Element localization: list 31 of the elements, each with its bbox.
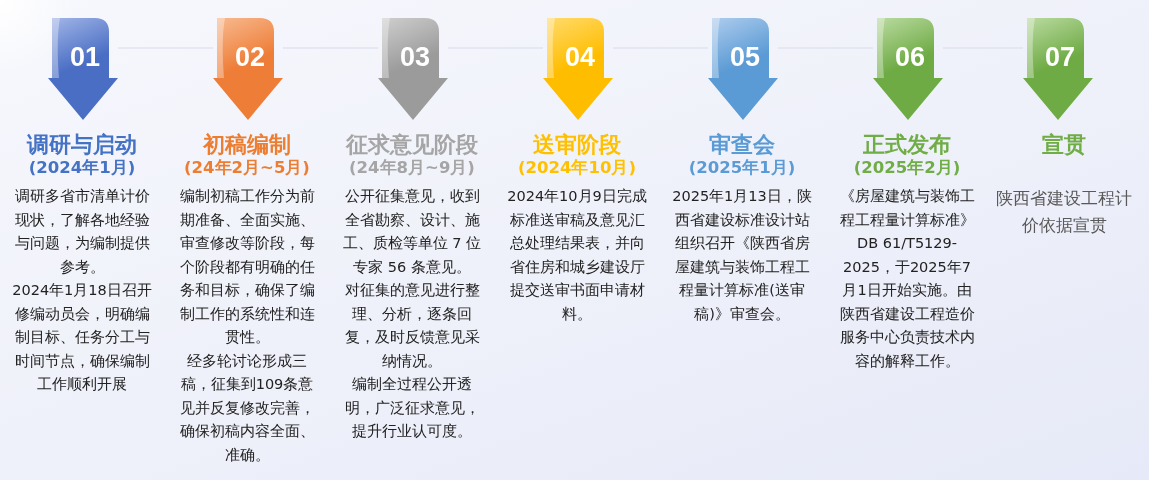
step-arrow: 02	[213, 18, 283, 120]
step-date: (2024年10月)	[518, 157, 636, 179]
step-title: 正式发布	[863, 131, 951, 159]
step-arrow: 07	[1023, 18, 1093, 120]
step-title: 宣贯	[1042, 131, 1086, 159]
step-title: 初稿编制	[203, 131, 291, 159]
step-arrow: 04	[543, 18, 613, 120]
step-date: (2025年1月)	[688, 157, 796, 179]
step-description: 调研多省市清单计价现状，了解各地经验与问题，为编制提供参考。	[13, 187, 151, 277]
step-title: 征求意见阶段	[346, 131, 478, 159]
step-date: (2024年1月)	[28, 157, 136, 179]
step-description: 《房屋建筑与装饰工程工程量计算标准》DB 61/T5129-2025，于2025年7月1日开始实施。由陕西省建设工程造价服务中心负责技术内容的解释工作。	[838, 187, 976, 371]
step-description: 2024年1月18日召开修编动员会，明确编制目标、任务分工与时间节点，确保编制工作顺利开展	[12, 281, 152, 394]
step-description: 2024年10月9日完成标准送审稿及意见汇总处理结果表，并向省住房和城乡建设厅提交送审书面申请材料。	[507, 187, 647, 324]
step-description: 编制初稿工作分为前期准备、全面实施、审查修改等阶段，每个阶段都有明确的任务和目标，确保了编制工作的系统性和连贯性。	[178, 187, 316, 347]
step-arrow: 03	[378, 18, 448, 120]
step-date: (2025年2月)	[853, 157, 961, 179]
step-arrow: 06	[873, 18, 943, 120]
step-description: 陕西省建设工程计价依据宣贯	[995, 187, 1133, 237]
step-description: 公开征集意见，收到全省勘察、设计、施工、质检等单位 7 位专家 56 条意见。	[342, 187, 482, 277]
step-arrow: 01	[48, 18, 118, 120]
step-description: 对征集的意见进行整理、分析，逐条回复，及时反馈意见采纳情况。	[343, 281, 481, 371]
step-description: 编制全过程公开透明，广泛征求意见，提升行业认可度。	[343, 375, 481, 441]
step-arrow: 05	[708, 18, 778, 120]
step-date: (24年8月~9月)	[349, 157, 475, 179]
step-title: 审查会	[709, 131, 775, 159]
step-title: 调研与启动	[27, 131, 137, 159]
step-description: 经多轮讨论形成三稿，征集到109条意见并反复修改完善，确保初稿内容全面、准确。	[178, 351, 316, 465]
step-description: 2025年1月13日，陕西省建设标准设计站组织召开《陕西省房屋建筑与装饰工程工程量计算标准(送审稿)》审查会。	[672, 187, 812, 324]
step-date: (24年2月~5月)	[184, 157, 310, 179]
step-title: 送审阶段	[533, 131, 621, 159]
